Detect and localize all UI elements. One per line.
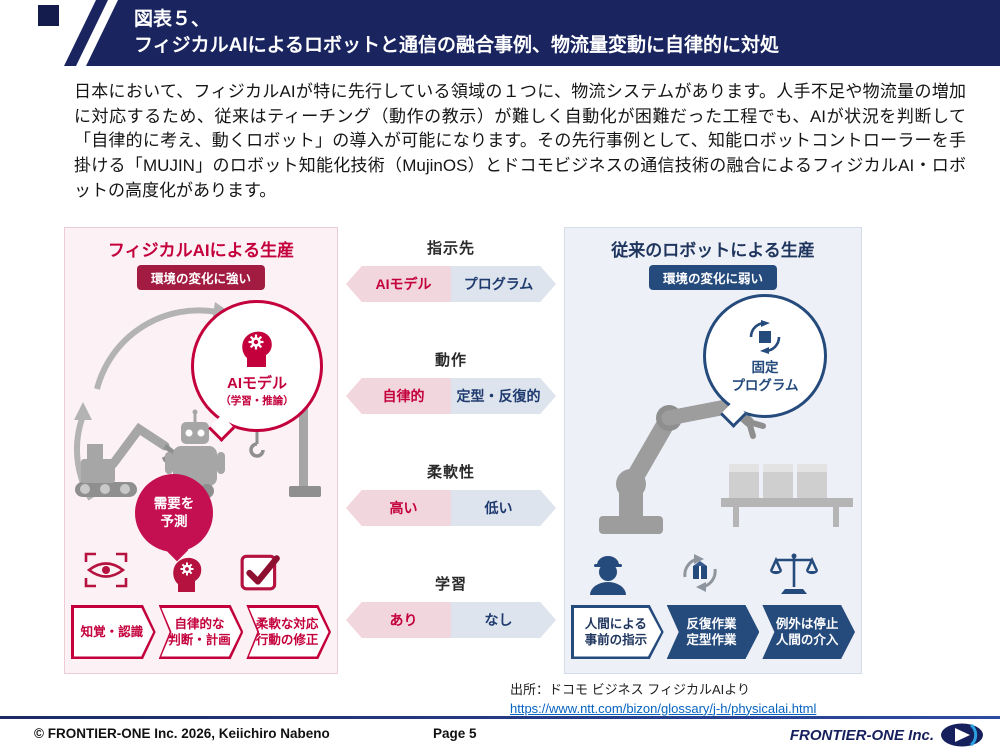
checkbox-check-icon <box>240 554 280 591</box>
process-step: 知覚・認識 <box>71 605 156 659</box>
process-step: 人間による 事前の指示 <box>571 605 664 659</box>
header-square-mark <box>38 5 59 26</box>
compare-row-label: 指示先 <box>426 240 475 257</box>
fixed-program-label: 固定 プログラム <box>731 359 799 393</box>
footer-page-number: Page 5 <box>433 726 477 741</box>
compare-row-flexibility: 柔軟性 高い 低い <box>346 461 556 526</box>
comparison-column: 指示先 AIモデル プログラム 動作 自律的 定型・反復的 柔軟性 高い 低い … <box>346 227 556 674</box>
judgment-head-gear-icon <box>173 557 202 592</box>
ai-model-label: AIモデル <box>226 374 287 392</box>
footer-copyright: © FRONTIER-ONE Inc. 2026, Keiichiro Nabe… <box>34 726 330 741</box>
robot-arm-conveyor-illustration <box>599 398 853 534</box>
physical-ai-process-steps: 知覚・認識 自律的な 判断・計画 柔軟な対応 行動の修正 <box>71 605 332 659</box>
process-step: 自律的な 判断・計画 <box>158 605 244 659</box>
repeat-cycle-box-icon <box>683 554 717 592</box>
frontier-one-ellipse-arrow-logo <box>941 723 983 747</box>
compare-arrow: 自律的 定型・反復的 <box>346 378 556 414</box>
arrow-left-value: 自律的 <box>346 378 451 414</box>
process-step: 反復作業 定型作業 <box>666 605 760 659</box>
ai-model-circle: AIモデル （学習・推論） <box>191 300 323 442</box>
source-citation: 出所：ドコモ ビジネス フィジカルAIより https://www.ntt.co… <box>510 681 816 719</box>
process-step: 柔軟な対応 行動の修正 <box>246 605 332 659</box>
perception-eye-icon <box>84 552 128 588</box>
compare-row-instruction: 指示先 AIモデル プログラム <box>346 237 556 302</box>
physical-ai-badge: 環境の変化に強い <box>136 265 266 290</box>
compare-arrow: AIモデル プログラム <box>346 266 556 302</box>
header: 図表５、 フィジカルAIによるロボットと通信の融合事例、物流量変動に自律的に対処 <box>0 0 1000 66</box>
arrow-right-value: 低い <box>451 490 556 526</box>
header-decoration <box>38 0 1000 66</box>
page-title-line2: フィジカルAIによるロボットと通信の融合事例、物流量変動に自律的に対処 <box>134 34 780 56</box>
worker-helmet-icon <box>590 556 626 595</box>
arrow-left-value: AIモデル <box>346 266 451 302</box>
intro-paragraph: 日本において、フィジカルAIが特に先行している領域の１つに、物流システムがありま… <box>74 82 966 200</box>
physical-ai-panel-title: フィジカルAIによる生産 <box>107 241 295 260</box>
compare-row-label: 学習 <box>434 576 467 593</box>
conventional-process-steps: 人間による 事前の指示 反復作業 定型作業 例外は停止 人間の介入 <box>571 605 856 659</box>
demand-forecast-label: 需要を 予測 <box>153 495 195 529</box>
fixed-program-circle: 固定 プログラム <box>703 294 827 428</box>
footer-logo: FRONTIER-ONE Inc. <box>790 722 986 748</box>
compare-row-label: 動作 <box>434 352 467 369</box>
program-cycle-icon <box>749 319 781 354</box>
conventional-panel-title: 従来のロボットによる生産 <box>611 241 815 260</box>
ai-head-gear-icon <box>242 331 272 367</box>
conventional-badge: 環境の変化に弱い <box>648 265 778 290</box>
process-step: 例外は停止 人間の介入 <box>762 605 856 659</box>
compare-row-learning: 学習 あり なし <box>346 573 556 638</box>
arrow-right-value: 定型・反復的 <box>451 378 556 414</box>
arrow-left-value: 高い <box>346 490 451 526</box>
physical-ai-panel: フィジカルAIによる生産 環境の変化に強い <box>64 227 338 674</box>
footer-divider <box>0 716 1000 719</box>
ai-model-sublabel: （学習・推論） <box>220 394 294 407</box>
page-title: 図表５、 フィジカルAIによるロボットと通信の融合事例、物流量変動に自律的に対処 <box>134 7 779 58</box>
source-label: 出所：ドコモ ビジネス フィジカルAIより <box>510 682 750 697</box>
compare-arrow: 高い 低い <box>346 490 556 526</box>
demand-forecast-bubble: 需要を 予測 <box>135 474 213 562</box>
arrow-right-value: なし <box>451 602 556 638</box>
arrow-left-value: あり <box>346 602 451 638</box>
page-title-line1: 図表５、 <box>134 9 211 30</box>
source-link[interactable]: https://www.ntt.com/bizon/glossary/j-h/p… <box>510 700 817 716</box>
compare-row-label: 柔軟性 <box>426 464 475 481</box>
arrow-right-value: プログラム <box>451 266 556 302</box>
balance-scale-icon <box>769 553 819 594</box>
conventional-robot-panel: 従来のロボットによる生産 環境の変化に弱い <box>564 227 862 674</box>
footer-logo-text: FRONTIER-ONE Inc. <box>789 726 934 744</box>
compare-row-motion: 動作 自律的 定型・反復的 <box>346 349 556 414</box>
compare-arrow: あり なし <box>346 602 556 638</box>
